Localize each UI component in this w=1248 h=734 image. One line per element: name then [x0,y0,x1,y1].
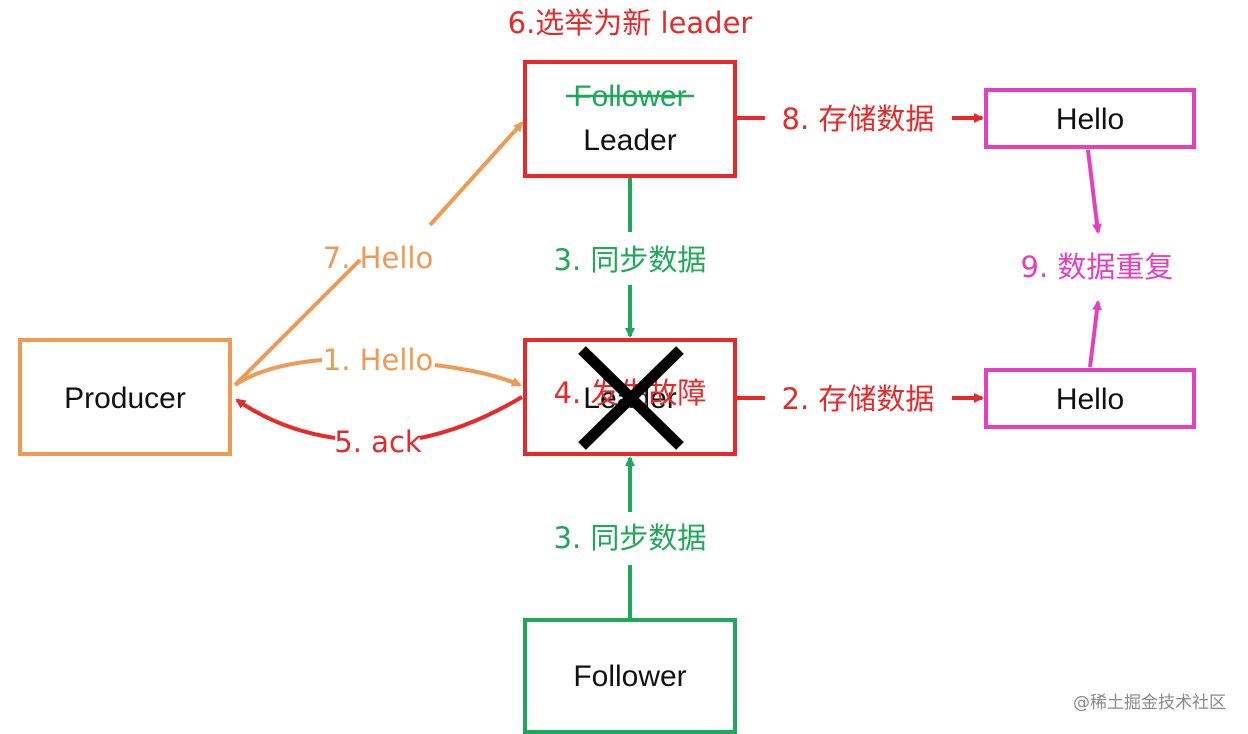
failure-cross-icon [578,346,684,450]
new-leader-role-label: Leader [583,124,676,157]
step6-label: 6.选举为新 leader [508,6,753,40]
arrow-step1-head [434,363,522,387]
arrow-step9-up [1088,300,1102,368]
arrow-step7-head [428,121,524,227]
follower-label: Follower [573,660,686,693]
hello-bottom-box [984,368,1196,429]
producer-box [18,338,232,456]
step8-label: 8. 存储数据 [782,102,935,136]
hello-bottom-label: Hello [1056,383,1124,416]
follower-box [523,618,737,734]
hello-top-label: Hello [1056,103,1124,136]
arrow-step7 [233,258,362,387]
arrow-step1 [233,358,323,387]
step5-label: 5. ack [334,425,422,459]
step3-top-label: 3. 同步数据 [554,243,707,277]
step3-bottom-label: 3. 同步数据 [554,521,707,555]
arrow-step9-down [1086,149,1102,234]
arrow-step5 [419,395,524,440]
watermark: @稀土掘金技术社区 [1073,693,1226,713]
step9-label: 9. 数据重复 [1021,250,1174,284]
step7-label: 7. Hello [323,241,433,275]
step1-label: 1. Hello [323,343,433,377]
new-leader-box [523,60,737,178]
arrow-step5-head [235,398,336,440]
failed-leader-box [523,338,737,456]
step2-label: 2. 存储数据 [782,382,935,416]
producer-label: Producer [64,382,186,415]
hello-top-box [984,88,1196,149]
